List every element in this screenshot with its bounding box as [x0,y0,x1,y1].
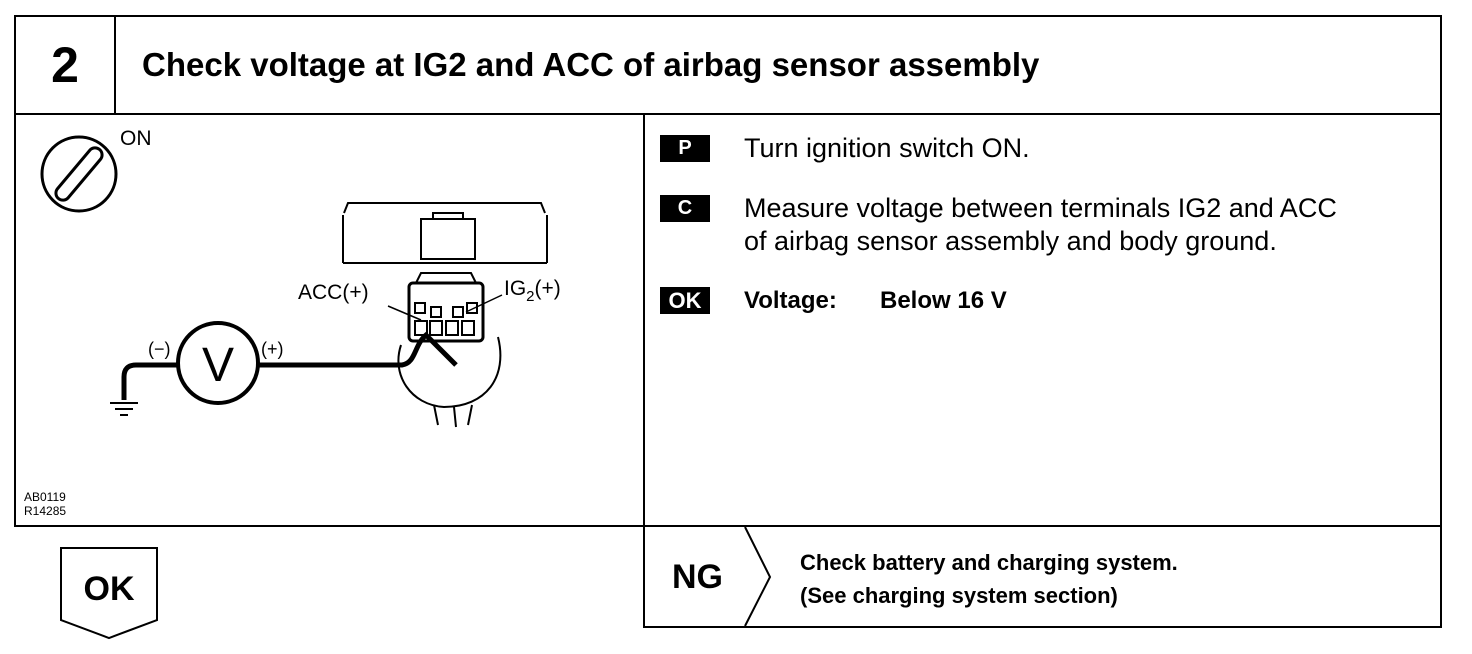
negative-probe-label: (−) [148,339,171,359]
ig2-terminal-label: IG2(+) [504,277,561,305]
meter-symbol: V [202,339,234,392]
wiring-diagram: ON ACC(+) [24,127,561,518]
tag-p: P [660,135,710,162]
diagram-panel: ON ACC(+) [14,113,645,527]
ng-action-line2: (See charging system section) [800,583,1118,608]
ng-result-box [643,525,1442,628]
figure-code-2: R14285 [24,504,66,518]
positive-probe-label: (+) [261,339,284,359]
voltmeter [121,321,458,405]
ng-label: NG [672,558,723,596]
ignition-key-icon [40,135,118,213]
step-title: Check voltage at IG2 and ACC of airbag s… [142,46,1040,83]
figure-code-1: AB0119 [24,490,66,504]
step-title-box: Check voltage at IG2 and ACC of airbag s… [114,15,1442,115]
sensor-connector [397,272,502,428]
tag-ok: OK [660,287,710,314]
instruction-panel [643,113,1442,527]
step-number-box: 2 [14,15,116,115]
ng-arrow-divider [744,526,772,627]
acc-terminal-label: ACC(+) [298,281,369,304]
ok-arrow-label: OK [83,570,135,608]
ok-arrow-shape [60,547,158,640]
instruction-c-line1: Measure voltage between terminals IG2 an… [744,193,1337,223]
airbag-sensor-outline [342,202,548,264]
instruction-p-text: Turn ignition switch ON. [744,133,1030,163]
ground-icon [110,402,138,416]
step-number: 2 [51,37,79,93]
ng-action-line1: Check battery and charging system. [800,550,1178,575]
tag-c: C [660,195,710,222]
spec-value: Below 16 V [880,287,1007,314]
instruction-c-line2: of airbag sensor assembly and body groun… [744,226,1277,256]
spec-label: Voltage: [744,287,837,314]
switch-state-label: ON [120,127,152,150]
